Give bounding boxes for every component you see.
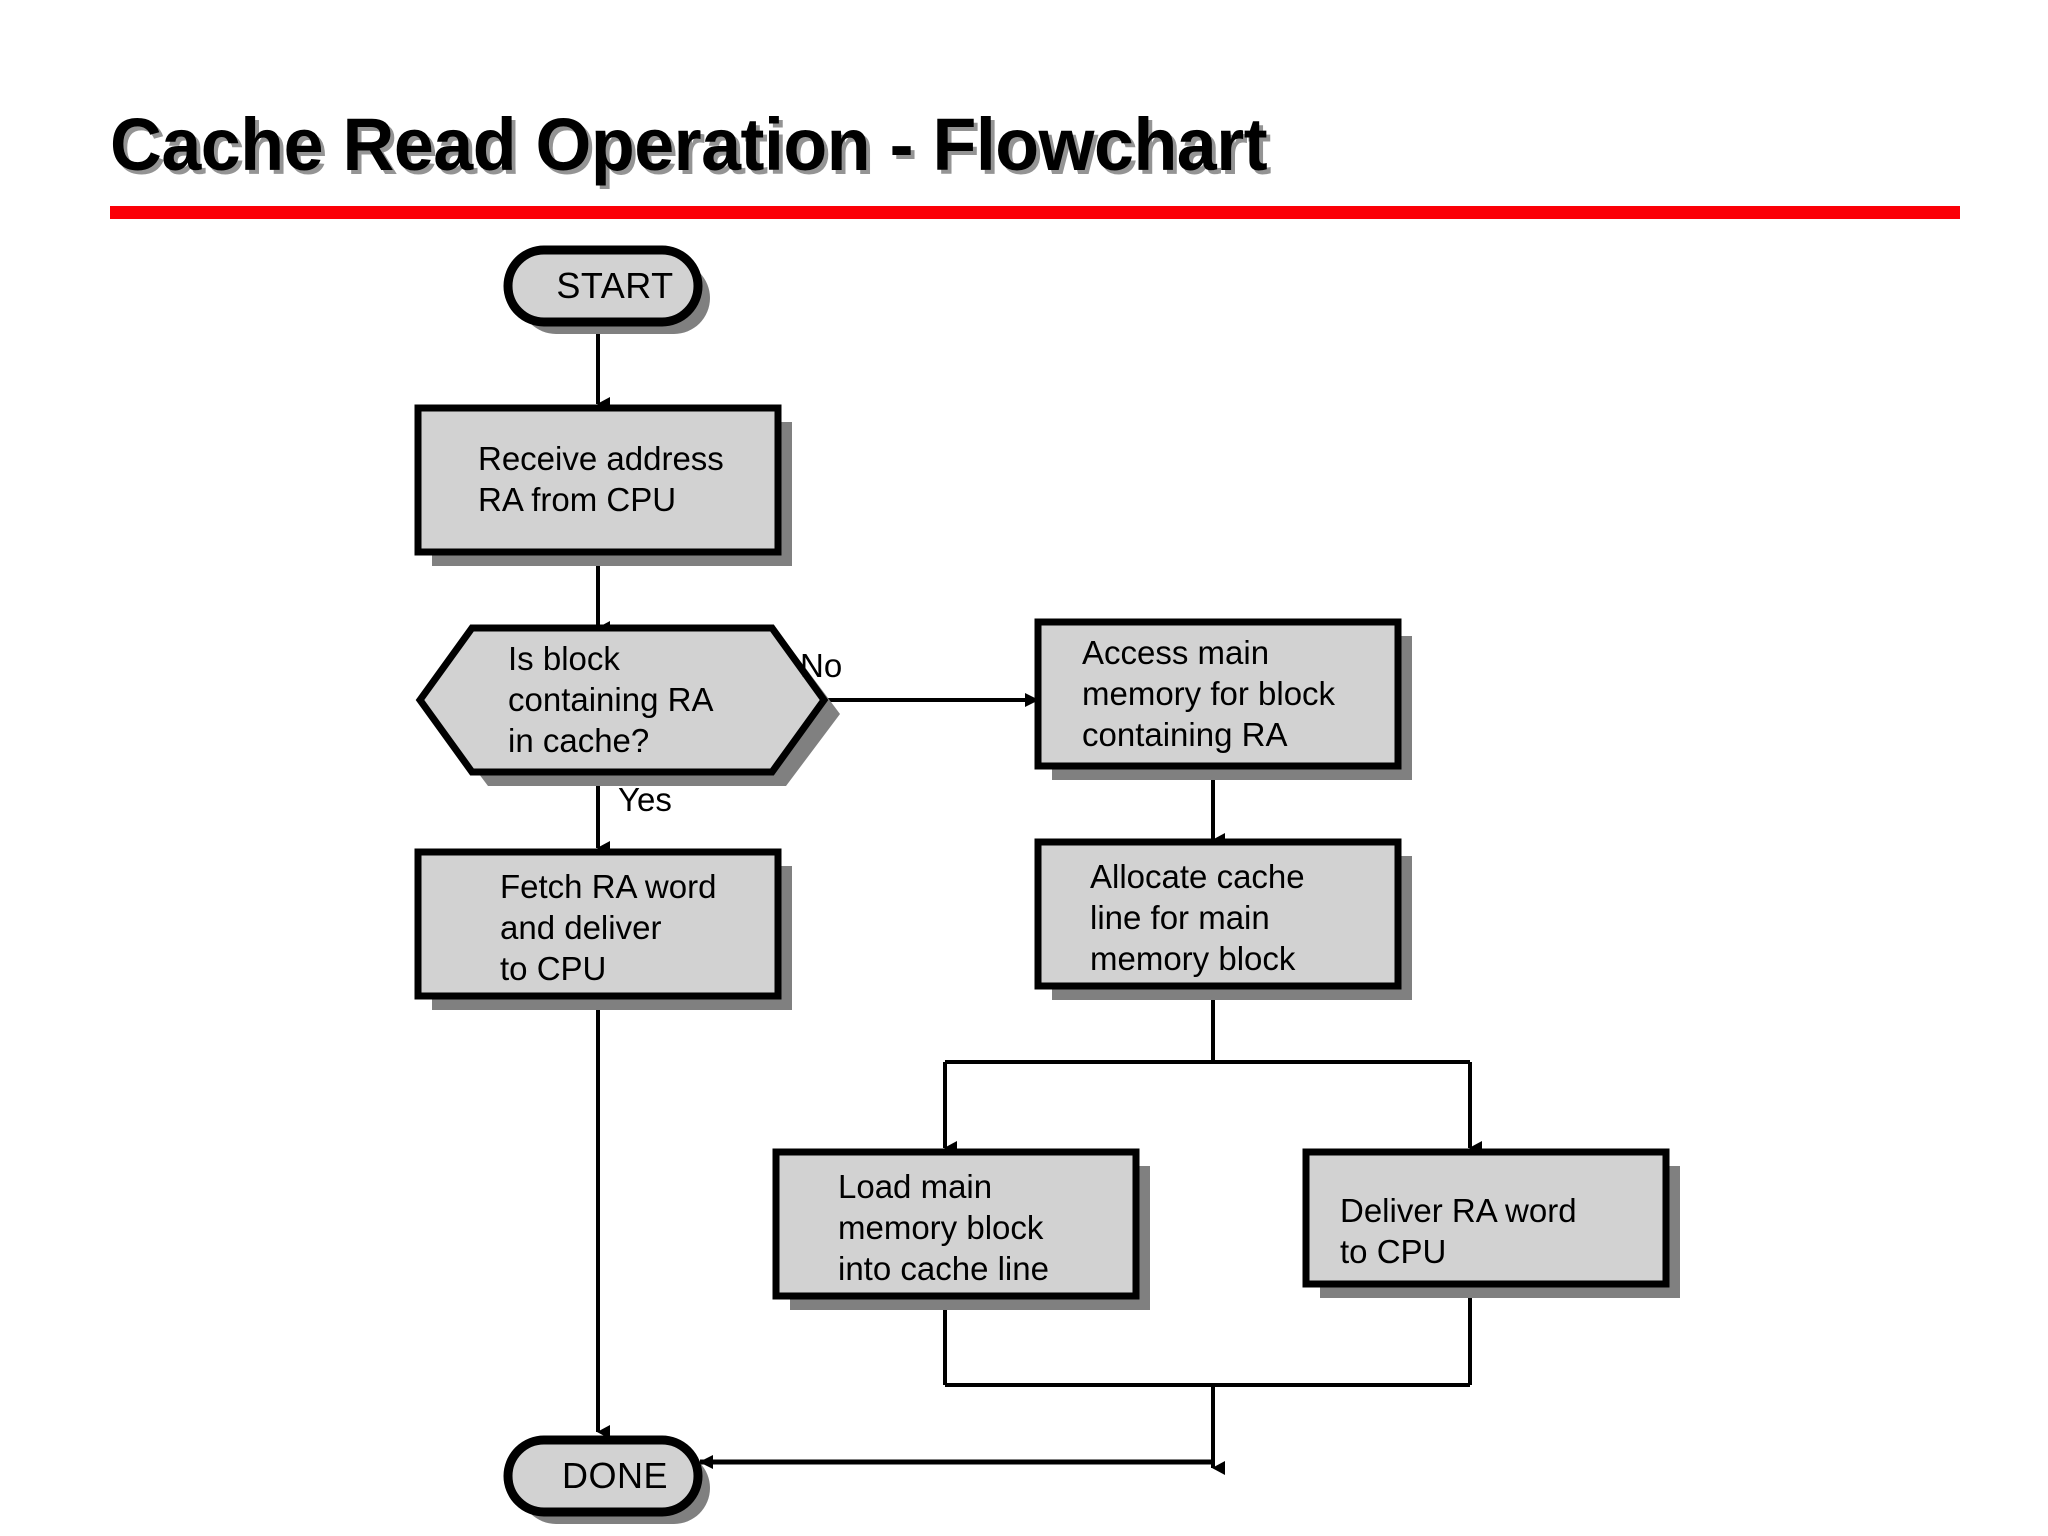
node-fetch <box>414 848 782 1000</box>
title-underline-rule <box>110 206 1960 219</box>
node-allocate <box>1034 838 1402 990</box>
node-start <box>503 245 703 327</box>
node-load <box>772 1148 1140 1300</box>
page-title: Cache Read Operation - Flowchart <box>110 103 1268 186</box>
node-shape-group <box>414 245 1670 1517</box>
title-block: Cache Read Operation - Flowchart <box>110 103 1960 219</box>
node-receive <box>414 404 782 556</box>
node-done <box>503 1435 703 1517</box>
node-access <box>1034 618 1402 770</box>
edge-label-yes: Yes <box>618 781 672 818</box>
node-decision <box>415 624 829 776</box>
edge-label-no: No <box>800 647 843 684</box>
node-deliver <box>1302 1148 1670 1288</box>
